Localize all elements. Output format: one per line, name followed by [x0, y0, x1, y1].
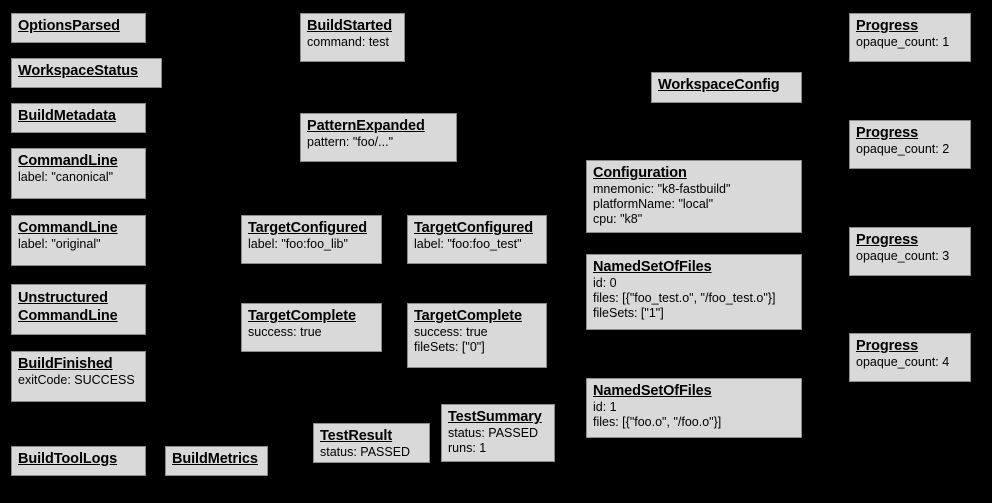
event-node-title: CommandLine: [18, 308, 118, 324]
event-node-field: status: PASSED: [320, 445, 411, 459]
event-node-field: label: "original": [18, 237, 101, 251]
event-node-field: mnemonic: "k8-fastbuild": [593, 182, 731, 196]
event-node-title: CommandLine: [18, 153, 118, 169]
event-node-field: fileSets: ["0"]: [414, 340, 485, 354]
event-node-title: TargetComplete: [414, 308, 522, 324]
event-node-title: TestResult: [320, 428, 393, 444]
event-node-build-metadata[interactable]: BuildMetadata: [11, 103, 146, 133]
event-node-title: CommandLine: [18, 220, 118, 236]
event-node-field: label: "foo:foo_lib": [248, 237, 348, 251]
event-node-workspace-config[interactable]: WorkspaceConfig: [651, 72, 802, 103]
event-node-field: runs: 1: [448, 441, 487, 455]
event-node-title: TargetConfigured: [248, 220, 367, 236]
event-node-title: NamedSetOfFiles: [593, 383, 712, 399]
event-node-build-metrics[interactable]: BuildMetrics: [165, 446, 268, 476]
event-node-workspace-status[interactable]: WorkspaceStatus: [11, 58, 162, 88]
event-node-field: files: [{"foo_test.o", "/foo_test.o"}]: [593, 291, 776, 305]
event-node-field: id: 0: [593, 276, 617, 290]
event-node-field: opaque_count: 4: [856, 355, 950, 369]
event-node-title: BuildMetadata: [18, 108, 116, 124]
event-node-title: PatternExpanded: [307, 118, 425, 134]
event-node-title: TargetComplete: [248, 308, 356, 324]
event-node-options-parsed[interactable]: OptionsParsed: [11, 13, 146, 43]
event-node-field: opaque_count: 3: [856, 249, 950, 263]
event-node-field: command: test: [307, 35, 389, 49]
event-node-field: label: "foo:foo_test": [414, 237, 522, 251]
event-node-title: Progress: [856, 338, 919, 354]
event-node-field: label: "canonical": [18, 170, 114, 184]
event-node-title: NamedSetOfFiles: [593, 259, 712, 275]
event-node-title: OptionsParsed: [18, 18, 120, 34]
event-node-title: Progress: [856, 125, 919, 141]
event-node-title: BuildMetrics: [172, 451, 258, 467]
event-node-title: WorkspaceConfig: [658, 77, 780, 93]
event-node-field: id: 1: [593, 400, 617, 414]
event-node-field: opaque_count: 2: [856, 142, 950, 156]
event-node-build-tool-logs[interactable]: BuildToolLogs: [11, 446, 146, 476]
event-node-field: exitCode: SUCCESS: [18, 373, 135, 387]
event-node-title: TargetConfigured: [414, 220, 533, 236]
event-node-title: BuildToolLogs: [18, 451, 118, 467]
event-node-field: platformName: "local": [593, 197, 714, 211]
event-node-field: status: PASSED: [448, 426, 539, 440]
event-node-field: cpu: "k8": [593, 212, 643, 226]
event-node-field: files: [{"foo.o", "/foo.o"}]: [593, 415, 722, 429]
event-node-title: WorkspaceStatus: [18, 63, 138, 79]
event-node-title: Progress: [856, 18, 919, 34]
event-node-title: Unstructured: [18, 290, 108, 306]
event-node-title: Configuration: [593, 165, 687, 181]
event-node-title: TestSummary: [448, 409, 542, 425]
event-node-title: Progress: [856, 232, 919, 248]
event-node-title: BuildFinished: [18, 356, 113, 372]
event-node-title: BuildStarted: [307, 18, 393, 34]
event-node-field: fileSets: ["1"]: [593, 306, 664, 320]
event-node-field: success: true: [414, 325, 488, 339]
event-node-field: success: true: [248, 325, 322, 339]
event-node-field: opaque_count: 1: [856, 35, 950, 49]
event-node-field: pattern: "foo/...": [307, 135, 394, 149]
